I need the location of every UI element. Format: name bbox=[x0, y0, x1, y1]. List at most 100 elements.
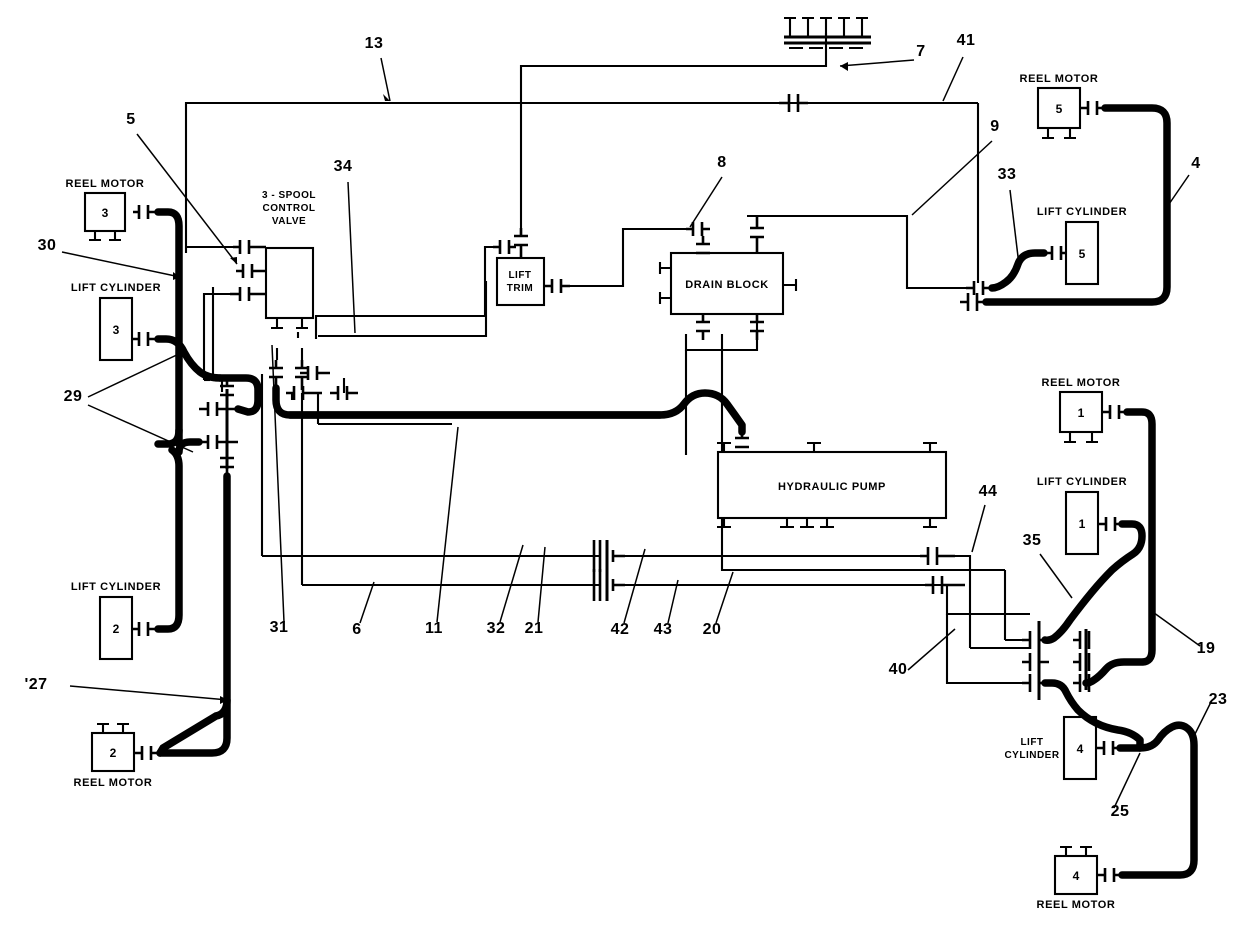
lift-cylinder-3[interactable]: 3 LIFT CYLINDER bbox=[71, 282, 161, 362]
ref-43: 43 bbox=[654, 621, 673, 638]
reel-motor-2-number: 2 bbox=[110, 746, 117, 760]
reel-motor-3-number: 3 bbox=[102, 206, 109, 220]
lift-cylinder-5-number: 5 bbox=[1079, 247, 1086, 261]
hydraulic-pump[interactable]: HYDRAULIC PUMP bbox=[716, 441, 948, 529]
fitting-valve-top bbox=[233, 240, 266, 254]
reel-motor-5-number: 5 bbox=[1056, 102, 1063, 116]
control-valve-label-line2: CONTROL bbox=[263, 203, 316, 214]
lift-cylinder-2-label: LIFT CYLINDER bbox=[71, 581, 161, 593]
control-valve-label-line1: 3 - SPOOL bbox=[262, 190, 316, 201]
reel-motor-3[interactable]: 3 REEL MOTOR bbox=[66, 178, 145, 242]
fitting-lift-cylinder-5 bbox=[1044, 246, 1066, 260]
reel-motor-4[interactable]: 4 REEL MOTOR bbox=[1037, 845, 1116, 911]
drain-block[interactable]: DRAIN BLOCK bbox=[658, 251, 798, 316]
reference-leaders bbox=[61, 56, 1213, 809]
manifold-valve-lower bbox=[269, 360, 358, 400]
lift-cylinder-4-label-line1: LIFT bbox=[1020, 737, 1043, 748]
fitting-lift-cylinder-3 bbox=[132, 332, 156, 346]
reel-motor-3-label: REEL MOTOR bbox=[66, 178, 145, 190]
ref-32: 32 bbox=[487, 620, 506, 637]
ref-25: 25 bbox=[1111, 803, 1130, 820]
ref-44: 44 bbox=[979, 483, 998, 500]
reel-motor-4-number: 4 bbox=[1073, 869, 1080, 883]
lift-cylinder-4[interactable]: 4 LIFT CYLINDER bbox=[1004, 715, 1098, 781]
reel-motor-4-label: REEL MOTOR bbox=[1037, 899, 1116, 911]
ref-4: 4 bbox=[1191, 155, 1200, 172]
control-valve[interactable]: 3 - SPOOL CONTROL VALVE bbox=[262, 190, 316, 330]
fitting-reel-motor-2 bbox=[134, 746, 160, 760]
fitting-4-return bbox=[960, 293, 986, 311]
ref-23: 23 bbox=[1209, 691, 1228, 708]
fitting-lift-cylinder-2 bbox=[132, 622, 156, 636]
thin-circuit-lines bbox=[184, 33, 1030, 685]
fitting-43 bbox=[592, 569, 625, 601]
lift-cylinder-4-number: 4 bbox=[1077, 742, 1084, 756]
ref-20: 20 bbox=[703, 621, 722, 638]
reel-motor-2-label: REEL MOTOR bbox=[74, 777, 153, 789]
ref-8: 8 bbox=[717, 154, 726, 171]
lift-cylinder-1[interactable]: 1 LIFT CYLINDER bbox=[1037, 476, 1127, 556]
fitting-reel-motor-4 bbox=[1097, 868, 1122, 882]
fitting-lift-cylinder-4 bbox=[1096, 741, 1120, 755]
ref-42: 42 bbox=[611, 621, 630, 638]
fitting-drain-bot-left bbox=[696, 314, 710, 340]
filter-icon bbox=[784, 16, 871, 50]
fitting-lift-trim-right bbox=[544, 279, 570, 293]
ref-35: 35 bbox=[1023, 532, 1042, 549]
fitting-9-lower bbox=[966, 281, 992, 295]
lift-cylinder-5-label: LIFT CYLINDER bbox=[1037, 206, 1127, 218]
ref-31: 31 bbox=[270, 619, 289, 636]
fitting-42 bbox=[592, 540, 625, 572]
ref-40: 40 bbox=[889, 661, 908, 678]
ref-29: 29 bbox=[64, 388, 83, 405]
fitting-drain-top-left bbox=[686, 222, 710, 255]
control-valve-label-line3: VALVE bbox=[272, 216, 306, 227]
reel-motor-1-number: 1 bbox=[1078, 406, 1085, 420]
ref-27: '27 bbox=[24, 676, 47, 693]
hydraulic-pump-label: HYDRAULIC PUMP bbox=[778, 481, 886, 493]
ref-6: 6 bbox=[352, 621, 361, 638]
lift-trim-label-line1: LIFT bbox=[508, 270, 531, 281]
lift-cylinder-1-number: 1 bbox=[1079, 517, 1086, 531]
ref-41: 41 bbox=[957, 32, 976, 49]
fitting-drain-top-right bbox=[750, 216, 764, 253]
lift-trim-label-line2: TRIM bbox=[507, 283, 533, 294]
reel-motor-2[interactable]: 2 REEL MOTOR bbox=[74, 722, 153, 789]
lift-cylinder-5[interactable]: 5 LIFT CYLINDER bbox=[1037, 206, 1127, 286]
ref-9: 9 bbox=[990, 118, 999, 135]
ref-34: 34 bbox=[334, 158, 353, 175]
fitting-lift-trim-top bbox=[493, 228, 528, 258]
fitting-reel-motor-5 bbox=[1080, 101, 1105, 115]
reel-motor-1-label: REEL MOTOR bbox=[1042, 377, 1121, 389]
manifold-left bbox=[199, 378, 238, 476]
lift-cylinder-1-label: LIFT CYLINDER bbox=[1037, 476, 1127, 488]
leader-arrowheads bbox=[173, 62, 848, 704]
reel-motor-5[interactable]: 5 REEL MOTOR bbox=[1020, 73, 1099, 140]
ref-7: 7 bbox=[916, 43, 925, 60]
fitting-valve-low bbox=[230, 287, 266, 301]
fitting-bottom-right-2 bbox=[925, 576, 965, 594]
fitting-44 bbox=[920, 547, 955, 565]
lift-cylinder-3-label: LIFT CYLINDER bbox=[71, 282, 161, 294]
lift-cylinder-2[interactable]: 2 LIFT CYLINDER bbox=[71, 581, 161, 661]
ref-13: 13 bbox=[365, 35, 384, 52]
reel-motor-1[interactable]: 1 REEL MOTOR bbox=[1042, 377, 1121, 444]
ref-19: 19 bbox=[1197, 640, 1216, 657]
ref-30: 30 bbox=[38, 237, 57, 254]
ref-5: 5 bbox=[126, 111, 135, 128]
fitting-lift-cylinder-1 bbox=[1098, 517, 1122, 531]
lift-cylinder-4-label-line2: CYLINDER bbox=[1004, 750, 1059, 761]
fitting-reel-motor-1 bbox=[1102, 405, 1127, 419]
ref-33: 33 bbox=[998, 166, 1017, 183]
fitting-valve-mid bbox=[236, 264, 266, 278]
reel-motor-5-label: REEL MOTOR bbox=[1020, 73, 1099, 85]
lift-trim[interactable]: LIFT TRIM bbox=[495, 256, 546, 307]
drain-block-label: DRAIN BLOCK bbox=[685, 279, 769, 291]
fitting-drain-bot-right bbox=[750, 314, 764, 340]
fitting-41 bbox=[779, 94, 808, 112]
fitting-reel-motor-3 bbox=[133, 205, 156, 219]
ref-21: 21 bbox=[525, 620, 544, 637]
